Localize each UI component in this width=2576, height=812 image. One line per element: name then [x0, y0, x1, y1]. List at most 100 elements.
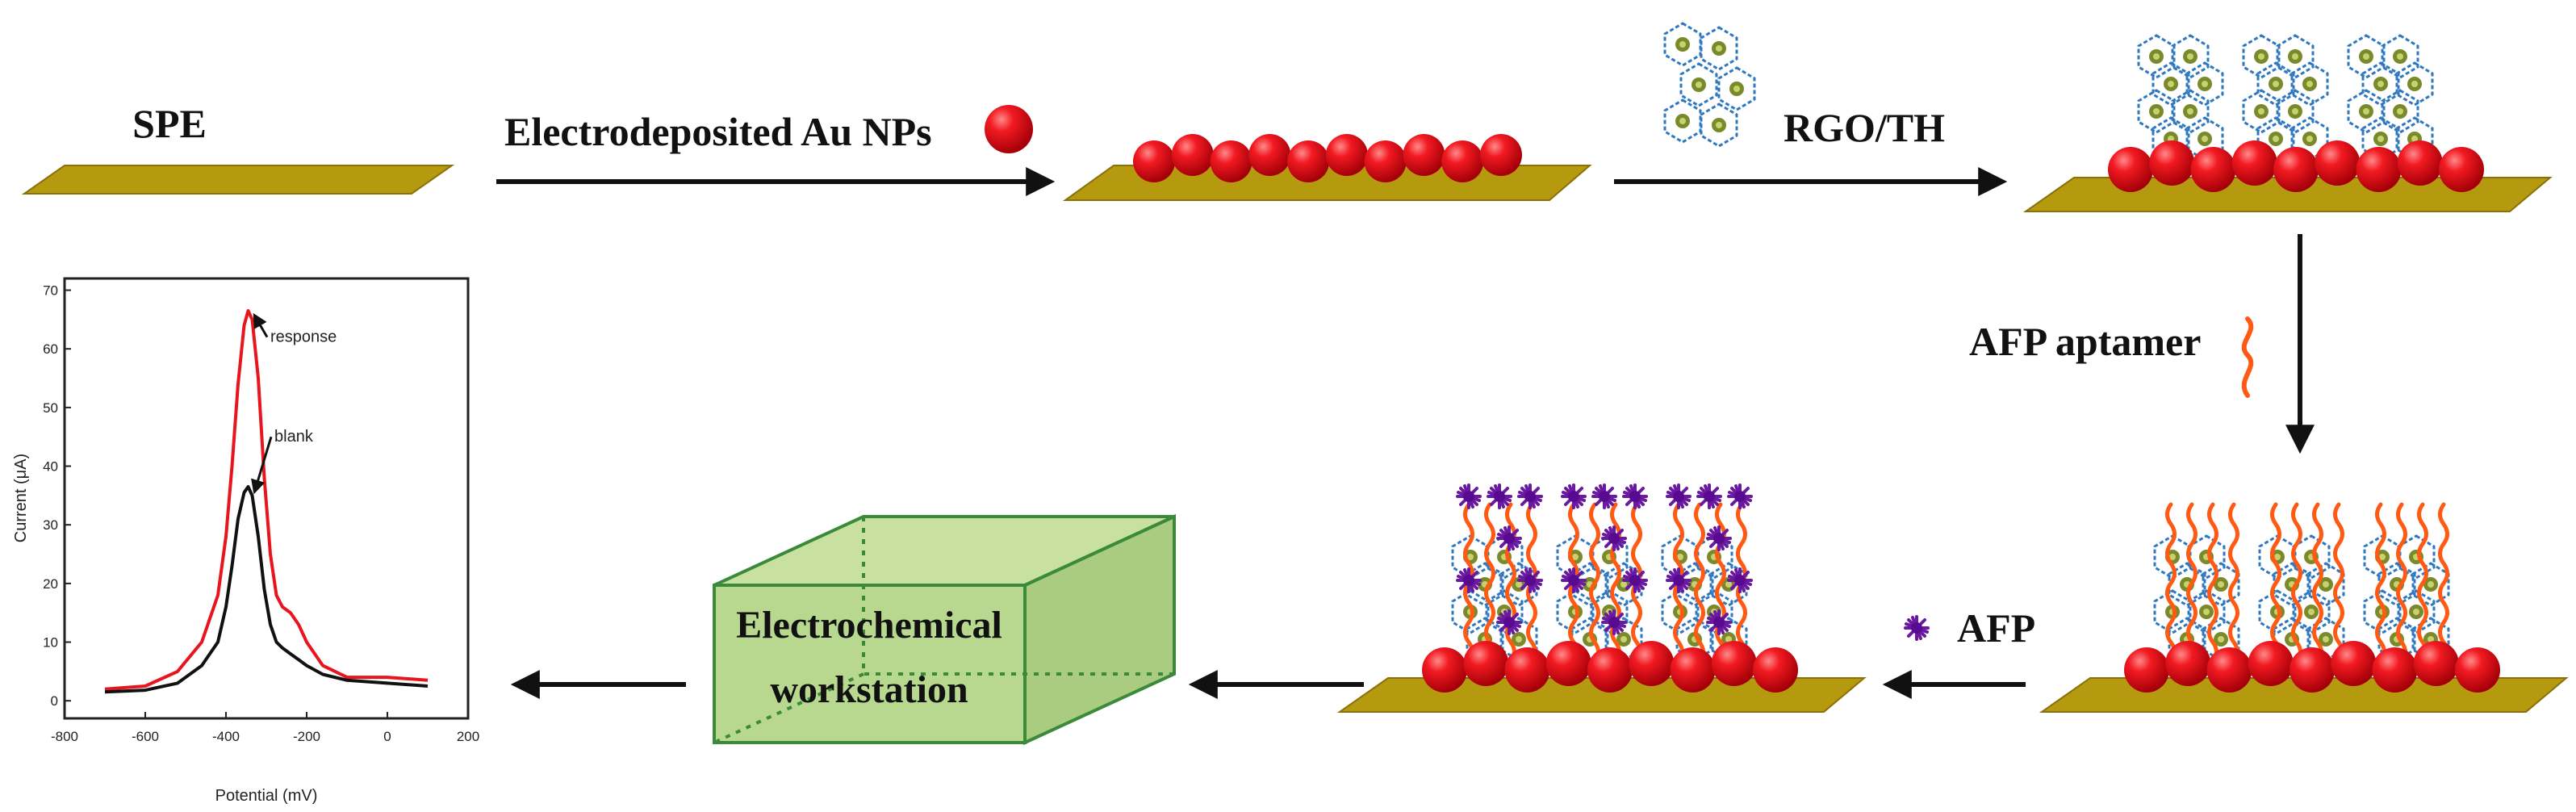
afp-protein — [1496, 609, 1522, 635]
au-nanoparticle — [1133, 140, 1175, 182]
afp-protein — [1666, 567, 1692, 593]
au-nanoparticle — [2397, 140, 2443, 186]
afp-protein — [1696, 483, 1722, 509]
aptamer-strand — [2207, 502, 2218, 664]
au-nanoparticle — [1711, 641, 1757, 686]
annotation-arrow — [253, 312, 269, 338]
y-tick-label: 10 — [43, 635, 58, 651]
au-nanoparticle — [2439, 147, 2484, 192]
au-nanoparticle — [1670, 647, 1716, 693]
rgo-th-cell — [2171, 34, 2210, 79]
afp-protein — [1561, 483, 1587, 509]
afp-protein — [1727, 567, 1753, 593]
au-nanoparticle — [1441, 140, 1484, 182]
afp-protein — [1456, 567, 1482, 593]
au-nanoparticle — [1325, 134, 1368, 176]
aptamer-strand — [1715, 502, 1726, 664]
y-tick-label: 20 — [43, 576, 58, 592]
au-nanoparticle — [1545, 641, 1591, 686]
au-nanoparticle — [2248, 641, 2294, 686]
electrode-aptamer — [2039, 502, 2569, 713]
aptamer-icon — [2241, 316, 2254, 398]
aptamer-strand — [1484, 502, 1495, 664]
afp-protein — [1591, 483, 1617, 509]
aptamer-strand — [2438, 502, 2449, 664]
au-nanoparticle — [1248, 134, 1291, 176]
au-nanoparticle — [1422, 647, 1467, 693]
aptamer-strand — [1610, 502, 1621, 664]
aptamer-strand — [2228, 502, 2239, 664]
afp-protein — [1622, 567, 1648, 593]
series-line-response — [104, 309, 429, 691]
chart-ylabel: Current (μA) — [12, 454, 30, 542]
afp-protein — [1601, 525, 1627, 551]
au-nanoparticle — [2290, 647, 2335, 693]
workstation-label-line1: Electrochemical — [736, 604, 1002, 647]
aptamer-strand — [2186, 502, 2198, 664]
au-nanoparticle — [2315, 140, 2361, 186]
x-tick-label: 0 — [383, 729, 391, 744]
afp-protein — [1727, 483, 1753, 509]
au-nanoparticle — [2356, 147, 2402, 192]
series-line-blank — [104, 485, 429, 694]
afp-aptamer-label: AFP aptamer — [1969, 319, 2201, 364]
annotation-blank: blank — [274, 428, 314, 446]
afp-protein — [1706, 525, 1732, 551]
y-tick-label: 70 — [43, 283, 58, 299]
aptamer-strand — [2396, 502, 2407, 664]
aptamer-strand — [2165, 502, 2177, 664]
au-nanoparticle — [1753, 647, 1798, 693]
aptamer-strand — [1505, 502, 1516, 664]
au-nanoparticle — [1504, 647, 1550, 693]
x-tick-label: -600 — [132, 729, 159, 744]
aptamer-strand — [2333, 502, 2344, 664]
aptamer-strand — [2417, 502, 2428, 664]
rgo-th-cell — [2137, 34, 2176, 79]
afp-protein — [1456, 483, 1482, 509]
afp-protein — [1487, 483, 1512, 509]
afp-protein — [1622, 483, 1648, 509]
aptamer-strand — [1694, 502, 1705, 664]
au-nanoparticle — [2165, 641, 2211, 686]
rgo-th-cell — [2242, 34, 2281, 79]
y-tick-label: 50 — [43, 400, 58, 416]
x-tick-label: 200 — [457, 729, 479, 744]
spe-label: SPE — [132, 101, 207, 146]
x-tick-label: -400 — [212, 729, 240, 744]
y-tick-label: 0 — [51, 693, 58, 709]
x-tick-label: -200 — [293, 729, 320, 744]
electrochemical-workstation: Electrochemical workstation — [713, 513, 1176, 746]
afp-protein — [1496, 525, 1522, 551]
au-nanoparticle — [2455, 647, 2500, 693]
rgo-th-cell — [2347, 34, 2386, 79]
au-nanoparticle — [1403, 134, 1445, 176]
afp-protein — [1666, 483, 1692, 509]
x-tick-label: -800 — [51, 729, 78, 744]
au-nanoparticle — [2231, 140, 2277, 186]
afp-icon — [1904, 615, 1930, 641]
au-nanoparticle — [1171, 134, 1214, 176]
au-np-icon — [985, 105, 1033, 153]
au-nanoparticle — [1629, 641, 1675, 686]
aptamer-strand — [2375, 502, 2386, 664]
au-nanoparticle — [2108, 147, 2153, 192]
au-nanoparticle — [2190, 147, 2236, 192]
au-nanoparticle — [1587, 647, 1633, 693]
rgo-th-label: RGO/TH — [1784, 105, 1945, 150]
au-nanoparticle — [1463, 641, 1509, 686]
afp-protein — [1517, 483, 1543, 509]
workstation-label-line2: workstation — [770, 668, 968, 711]
y-tick-label: 60 — [43, 341, 58, 357]
rgo-th-cell — [2381, 34, 2419, 79]
afp-label: AFP — [1957, 605, 2035, 651]
afp-protein — [1601, 609, 1627, 635]
chart-xlabel: Potential (mV) — [215, 787, 318, 805]
au-nanoparticle — [2413, 641, 2459, 686]
au-nanoparticle — [2149, 140, 2195, 186]
aptamer-strand — [2291, 502, 2302, 664]
annotation-arrow — [251, 436, 273, 495]
au-nanoparticle — [2124, 647, 2169, 693]
aptamer-strand — [2312, 502, 2323, 664]
